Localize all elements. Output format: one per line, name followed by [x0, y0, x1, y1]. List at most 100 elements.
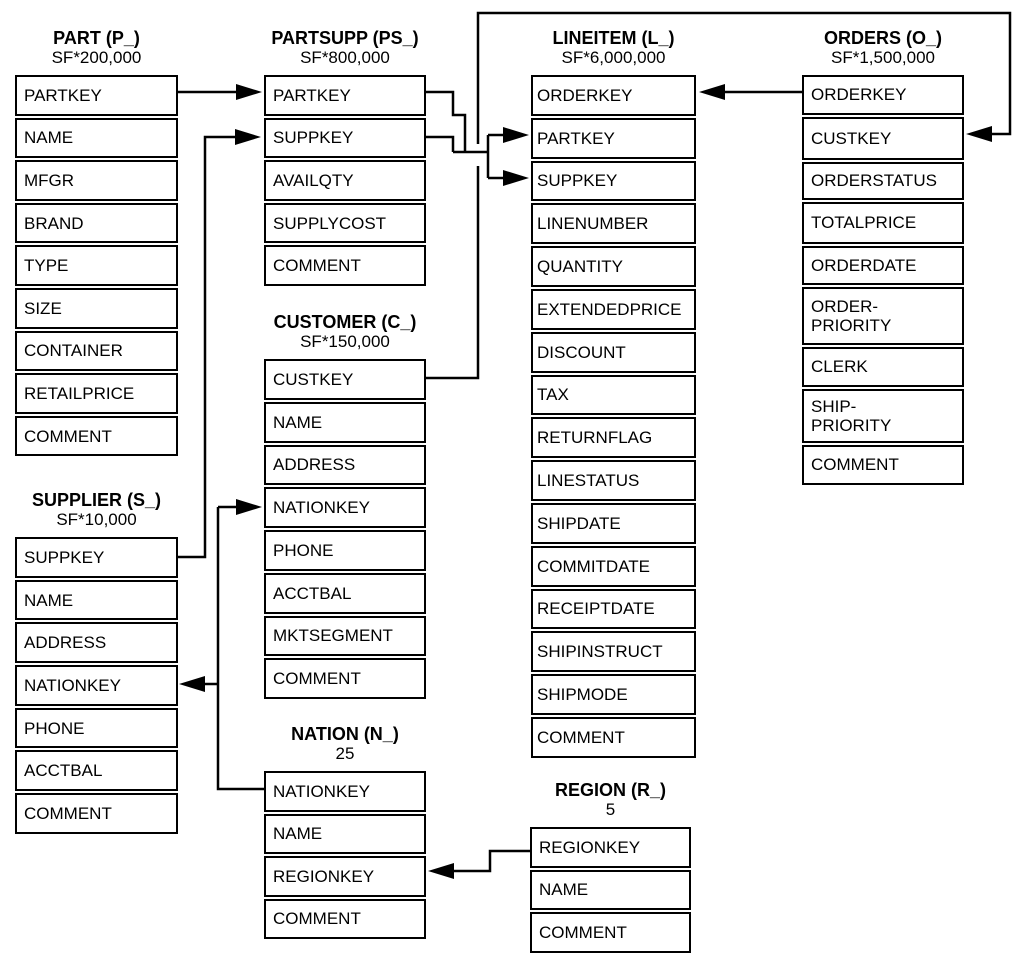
table-region-cardinality: 5 [605, 800, 616, 819]
field-row: SUPPLYCOST [264, 202, 426, 244]
table-orders-title: ORDERS (O_) [823, 28, 942, 48]
arrowhead-into-customer-nationkey [236, 499, 262, 515]
field-row: ACCTBAL [15, 750, 178, 792]
field-row: SHIPMODE [531, 674, 696, 715]
table-partsupp-cardinality: SF*800,000 [300, 48, 390, 67]
field-row: ORDERKEY [802, 75, 964, 115]
arrowhead-into-lineitem-partkey [503, 127, 529, 143]
field-row: COMMENT [15, 793, 178, 834]
field-row: QUANTITY [531, 246, 696, 287]
field-row: AVAILQTY [264, 160, 426, 201]
field-row: NATIONKEY [264, 771, 426, 812]
table-lineitem-cardinality: SF*6,000,000 [561, 48, 666, 67]
field-row: ADDRESS [264, 444, 426, 486]
table-nation-title: NATION (N_) [291, 724, 399, 744]
field-row: EXTENDEDPRICE [531, 288, 696, 330]
field-row: PARTKEY [264, 75, 426, 116]
connector-nation-customer-supplier [204, 505, 264, 791]
field-row: COMMITDATE [531, 545, 696, 587]
field-row: MKTSEGMENT [264, 615, 426, 657]
field-row: DISCOUNT [531, 331, 696, 373]
arrowhead-into-lineitem-orderkey [699, 84, 725, 100]
arrowhead-into-partsupp-suppkey [235, 129, 261, 145]
field-row: PHONE [264, 530, 426, 571]
field-row: ACCTBAL [264, 572, 426, 614]
field-row: REGIONKEY [264, 856, 426, 897]
field-row: RECEIPTDATE [531, 588, 696, 630]
field-row: CUSTKEY [802, 117, 964, 160]
field-row: NATIONKEY [264, 487, 426, 528]
table-partsupp-title: PARTSUPP (PS_) [271, 28, 419, 48]
table-supplier-cardinality: SF*10,000 [56, 510, 137, 529]
field-row: SUPPKEY [531, 160, 696, 202]
field-row: TAX [531, 374, 696, 416]
field-row: NAME [15, 117, 178, 159]
field-row: NAME [15, 579, 178, 621]
field-row: REGIONKEY [530, 827, 691, 868]
field-row: COMMENT [264, 658, 426, 699]
arrowhead-into-orders-custkey [966, 126, 992, 142]
connector-partsupp-lineitem [426, 90, 504, 180]
table-part-title: PART (P_) [53, 28, 140, 48]
table-nation-cardinality: 25 [335, 744, 355, 763]
field-row: COMMENT [264, 898, 426, 939]
field-row: SHIPDATE [531, 502, 696, 544]
field-row: ADDRESS [15, 622, 178, 664]
arrowhead-into-partsupp-partkey [236, 84, 262, 100]
table-orders-cardinality: SF*1,500,000 [831, 48, 935, 67]
field-row: MFGR [15, 160, 178, 201]
connector-customer-orders [426, 11, 1012, 380]
field-row: TOTALPRICE [802, 202, 964, 244]
field-row: CUSTKEY [264, 359, 426, 400]
field-row: LINENUMBER [531, 203, 696, 245]
field-row: ORDERKEY [531, 75, 696, 116]
arrowhead-into-supplier-nationkey [179, 676, 205, 692]
field-row: COMMENT [15, 415, 178, 457]
field-row: SUPPKEY [264, 117, 426, 159]
field-row: COMMENT [264, 245, 426, 286]
connector-supplier-partsupp [178, 135, 237, 559]
field-row: NAME [264, 401, 426, 443]
field-row: COMMENT [802, 445, 964, 485]
field-row: RETAILPRICE [15, 373, 178, 414]
field-row: PARTKEY [531, 117, 696, 159]
field-row: ORDERSTATUS [802, 162, 964, 200]
connector-region-nation [452, 849, 530, 873]
field-row: RETURNFLAG [531, 417, 696, 459]
field-row: CONTAINER [15, 330, 178, 372]
field-row: PHONE [15, 707, 178, 749]
table-region-title: REGION (R_) [554, 780, 666, 800]
field-row: SHIP- PRIORITY [802, 389, 964, 443]
table-supplier-title: SUPPLIER (S_) [31, 490, 162, 510]
field-row: ORDERDATE [802, 246, 964, 285]
field-row: SHIPINSTRUCT [531, 631, 696, 673]
table-part-cardinality: SF*200,000 [51, 48, 142, 67]
field-row: LINESTATUS [531, 460, 696, 501]
arrowhead-into-lineitem-suppkey [503, 170, 529, 186]
field-row: NAME [264, 813, 426, 854]
field-row: COMMENT [531, 716, 696, 758]
field-row: SIZE [15, 287, 178, 329]
table-customer-title: CUSTOMER (C_) [273, 312, 417, 332]
table-lineitem-title: LINEITEM (L_) [552, 28, 675, 48]
field-row: COMMENT [530, 912, 691, 953]
field-row: TYPE [15, 245, 178, 286]
